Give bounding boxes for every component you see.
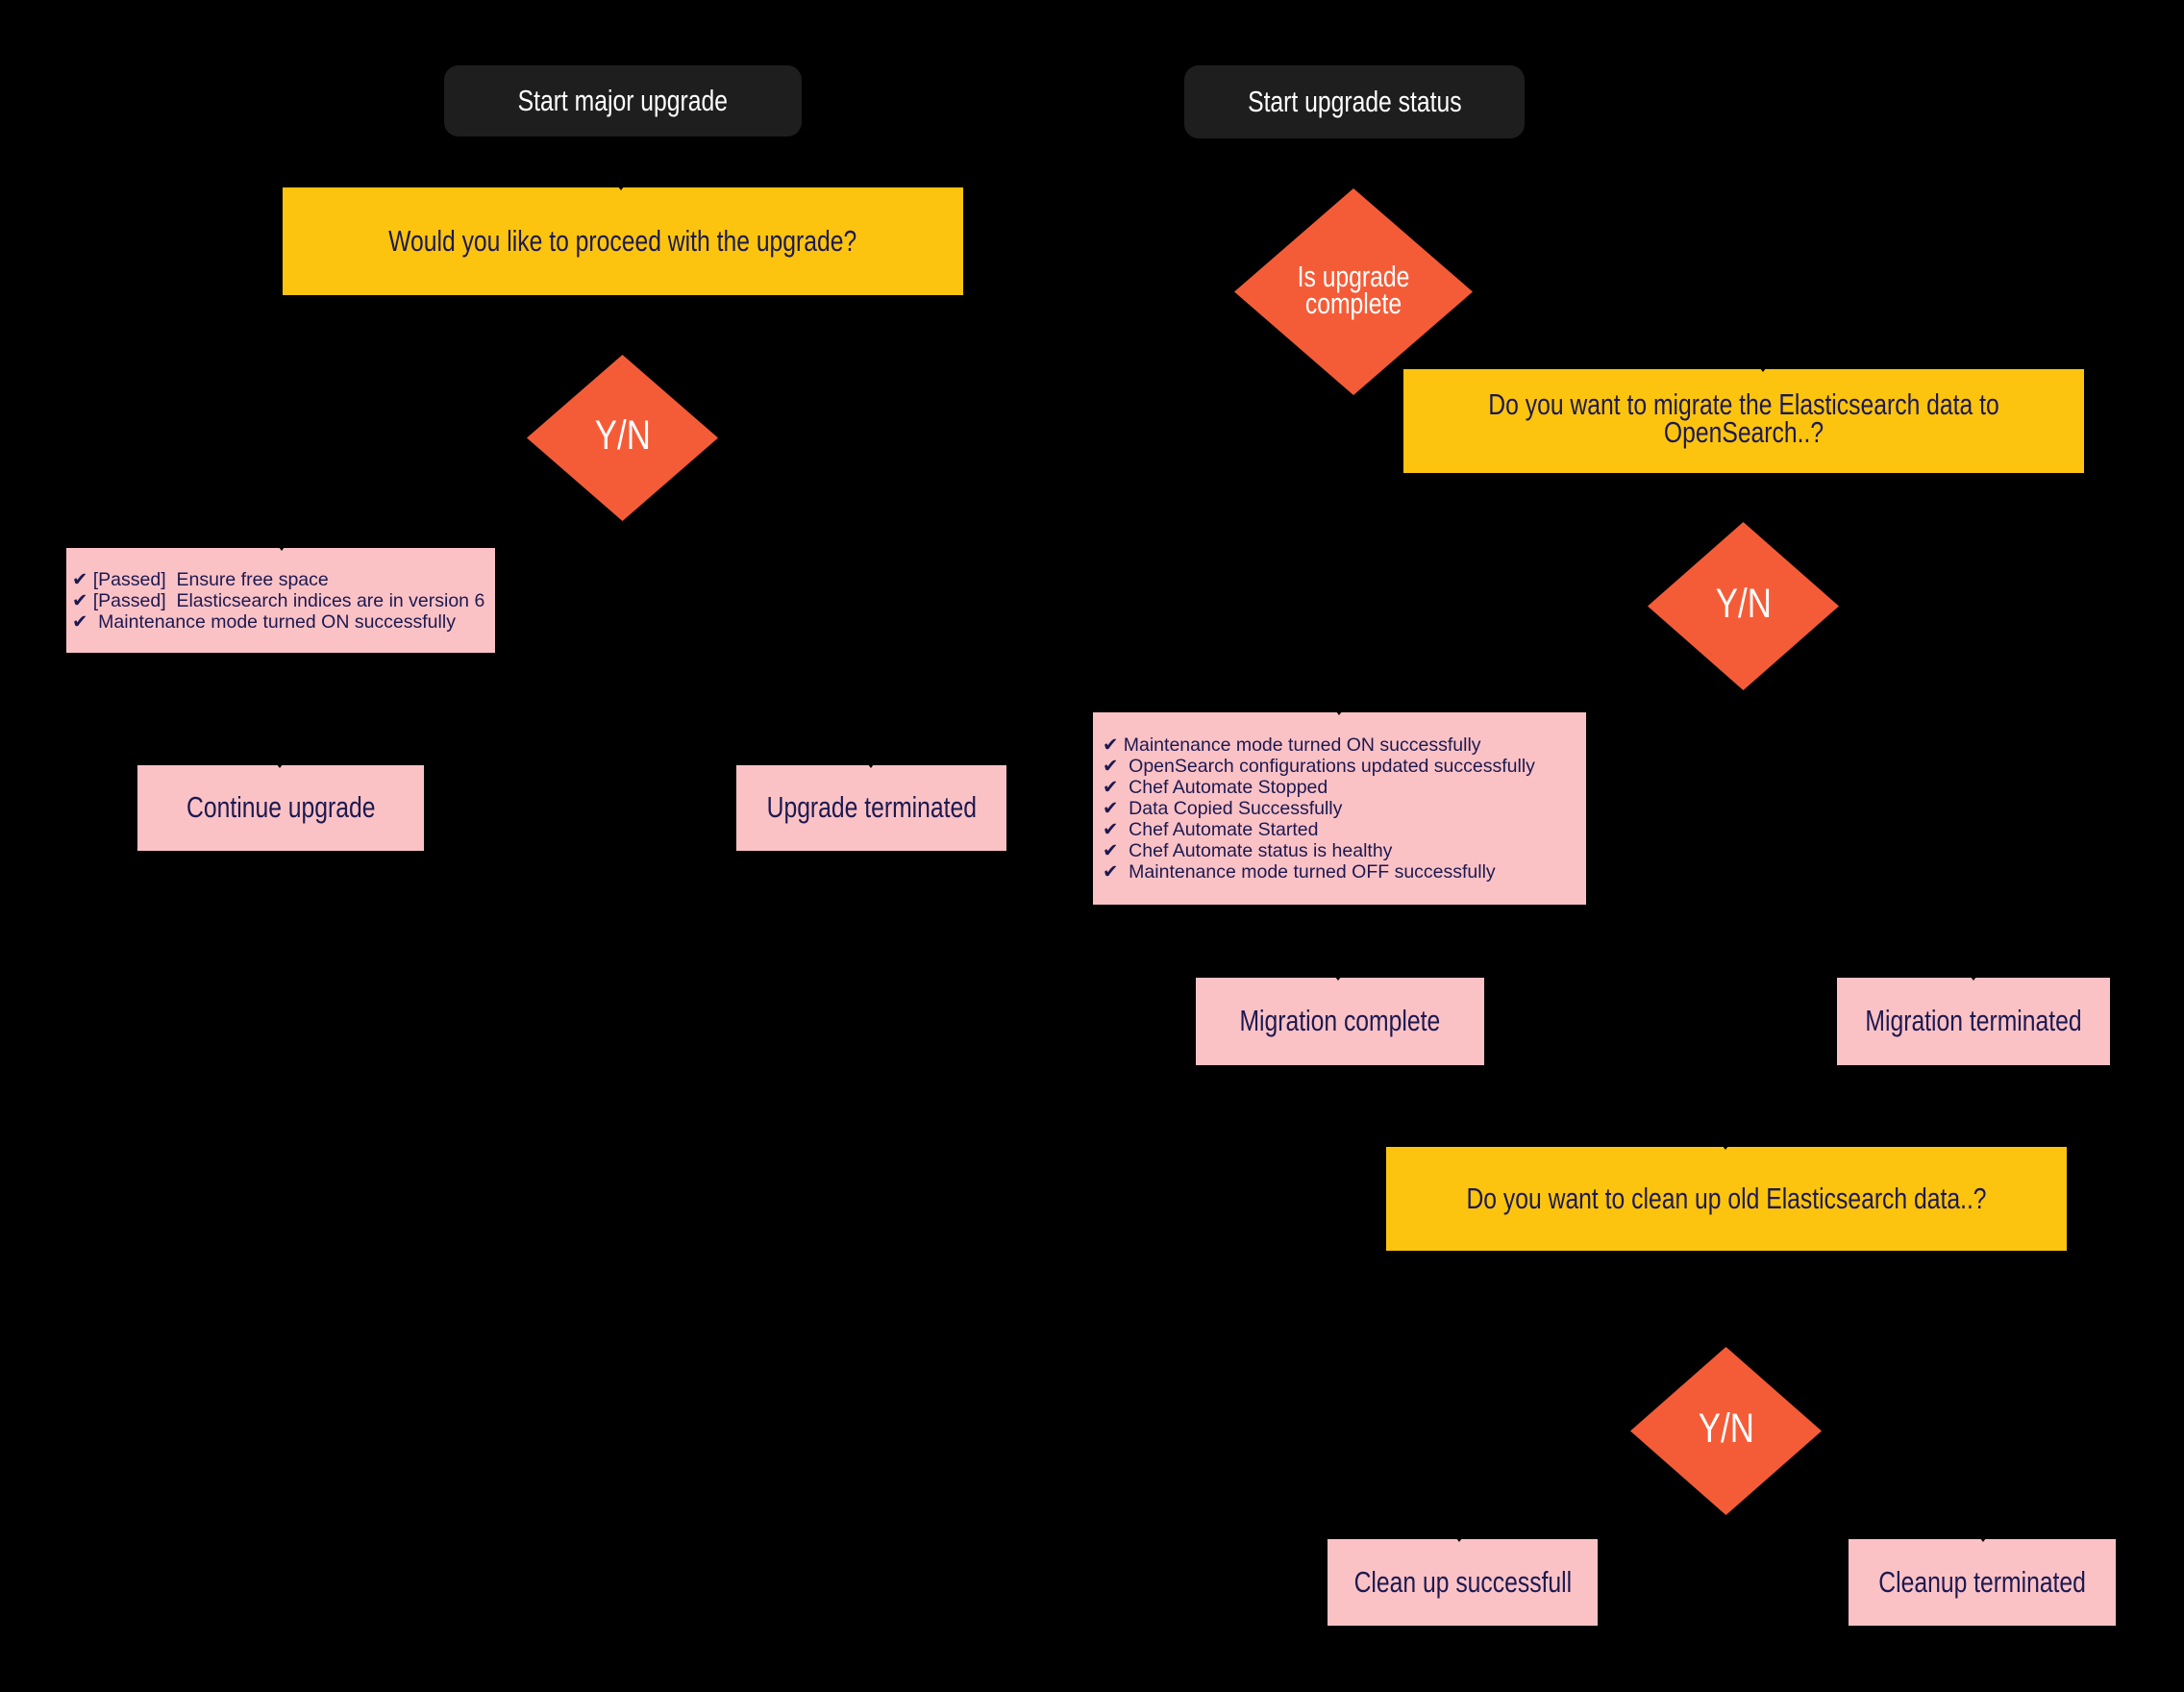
decision-diamond-proceed-yn: Y/N xyxy=(527,355,718,521)
decision-diamond-migrate-yn: Y/N xyxy=(1648,522,1839,690)
arrowhead-notch xyxy=(274,759,285,768)
migration-step-item: ✔ Data Copied Successfully xyxy=(1103,798,1343,819)
result-box-cleanup-successfull: Clean up successfull xyxy=(1328,1539,1598,1626)
result-box-migration-terminated: Migration terminated xyxy=(1837,978,2110,1065)
migration-step-item: ✔ Chef Automate Started xyxy=(1103,819,1319,840)
checklist-box-migration-steps: ✔ Maintenance mode turned ON successfull… xyxy=(1093,712,1586,905)
question-box-migrate-data: Do you want to migrate the Elasticsearch… xyxy=(1403,369,2084,473)
decision-diamond-cleanup-yn-label: Y/N xyxy=(1698,1406,1754,1452)
migration-step-item: ✔ Chef Automate status is healthy xyxy=(1103,840,1393,861)
arrowhead-notch xyxy=(1453,1533,1465,1542)
arrowhead-notch xyxy=(1720,1141,1731,1150)
decision-diamond-cleanup-yn: Y/N xyxy=(1630,1347,1822,1515)
pre-upgrade-check-item: ✔ Maintenance mode turned ON successfull… xyxy=(72,610,456,633)
arrowhead-notch xyxy=(1332,972,1344,981)
result-box-cleanup-successfull-label: Clean up successfull xyxy=(1353,1565,1572,1599)
arrowhead-notch xyxy=(615,182,627,190)
result-box-continue-upgrade: Continue upgrade xyxy=(137,765,424,851)
arrowhead-notch xyxy=(1968,972,1979,981)
arrowhead-notch xyxy=(1977,1533,1989,1542)
start-node-upgrade-status: Start upgrade status xyxy=(1184,65,1525,138)
start-node-major-upgrade: Start major upgrade xyxy=(444,65,802,137)
decision-diamond-is-upgrade-complete-label: Is upgrade complete xyxy=(1297,261,1410,320)
result-box-upgrade-terminated: Upgrade terminated xyxy=(736,765,1006,851)
decision-diamond-migrate-yn-label: Y/N xyxy=(1715,581,1772,627)
pre-upgrade-check-item: ✔ [Passed] Ensure free space xyxy=(72,568,329,590)
result-box-cleanup-terminated-label: Cleanup terminated xyxy=(1878,1565,2086,1599)
arrowhead-notch xyxy=(1333,707,1345,715)
decision-diamond-is-upgrade-complete: Is upgrade complete xyxy=(1234,188,1473,395)
migration-step-item: ✔ Chef Automate Stopped xyxy=(1103,777,1328,798)
migration-step-item: ✔ Maintenance mode turned ON successfull… xyxy=(1103,734,1481,756)
result-box-migration-terminated-label: Migration terminated xyxy=(1865,1005,2082,1037)
start-node-major-upgrade-label: Start major upgrade xyxy=(517,84,729,117)
question-box-proceed-upgrade: Would you like to proceed with the upgra… xyxy=(283,187,963,295)
arrowhead-notch xyxy=(1757,363,1769,372)
arrowhead-notch xyxy=(865,759,877,768)
decision-diamond-proceed-yn-label: Y/N xyxy=(594,412,651,459)
result-box-migration-complete: Migration complete xyxy=(1196,978,1484,1065)
result-box-upgrade-terminated-label: Upgrade terminated xyxy=(766,791,977,824)
result-box-continue-upgrade-label: Continue upgrade xyxy=(186,791,376,824)
start-node-upgrade-status-label: Start upgrade status xyxy=(1247,85,1462,118)
question-box-cleanup-data-label: Do you want to clean up old Elasticsearc… xyxy=(1466,1182,1987,1215)
migration-step-item: ✔ OpenSearch configurations updated succ… xyxy=(1103,756,1535,777)
question-box-migrate-data-label: Do you want to migrate the Elasticsearch… xyxy=(1488,387,1999,449)
migration-step-item: ✔ Maintenance mode turned OFF successful… xyxy=(1103,861,1496,883)
question-box-proceed-upgrade-label: Would you like to proceed with the upgra… xyxy=(388,224,857,258)
checklist-box-pre-upgrade-checks: ✔ [Passed] Ensure free space ✔ [Passed] … xyxy=(66,548,495,653)
arrowhead-notch xyxy=(276,542,287,551)
pre-upgrade-check-item: ✔ [Passed] Elasticsearch indices are in … xyxy=(72,589,485,611)
question-box-cleanup-data: Do you want to clean up old Elasticsearc… xyxy=(1386,1147,2067,1251)
result-box-cleanup-terminated: Cleanup terminated xyxy=(1849,1539,2116,1626)
result-box-migration-complete-label: Migration complete xyxy=(1239,1005,1441,1037)
